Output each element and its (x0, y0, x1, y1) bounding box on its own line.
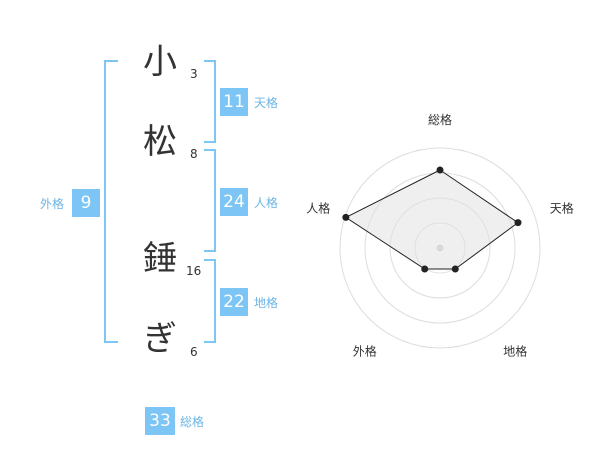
tenkaku-value: 11 (220, 88, 248, 116)
gaikaku-value: 9 (72, 189, 100, 217)
radar-point-3 (451, 265, 459, 273)
jinkaku-value: 24 (220, 188, 248, 216)
radar-axis-label: 天格 (550, 200, 574, 215)
name-char-2: 松 (143, 122, 177, 162)
radar-point-2 (514, 219, 522, 227)
gaikaku-label: 外格 (40, 197, 65, 211)
radar-axis-label: 地格 (503, 344, 527, 359)
gaikaku-bracket (104, 60, 118, 343)
radar-point-1 (436, 166, 444, 174)
stroke-count-4: 6 (190, 345, 198, 359)
radar-grid-ring (339, 147, 541, 349)
name-char-3: 錘 (143, 239, 177, 279)
tenkaku-bracket (204, 60, 216, 143)
radar-axis-label: 外格 (353, 344, 377, 359)
stroke-count-1: 3 (190, 67, 198, 81)
chikaku-label: 地格 (254, 296, 279, 310)
radar-axis-label: 人格 (306, 200, 330, 215)
radar-point-4 (421, 265, 429, 273)
tenkaku-label: 天格 (254, 96, 279, 110)
jinkaku-label: 人格 (254, 196, 279, 210)
stroke-count-3: 16 (186, 264, 202, 278)
soukaku-value: 33 (145, 407, 175, 435)
chikaku-bracket (204, 259, 216, 343)
radar-axis-label: 総格 (428, 112, 452, 127)
chikaku-value: 22 (220, 288, 248, 316)
soukaku-label: 総格 (180, 415, 205, 429)
name-char-4: ぎ (143, 319, 177, 359)
radar-point-5 (342, 213, 350, 221)
name-char-1: 小 (143, 42, 177, 82)
radar-series-polygon (344, 169, 519, 270)
stroke-count-2: 8 (190, 147, 198, 161)
jinkaku-bracket (204, 149, 216, 252)
